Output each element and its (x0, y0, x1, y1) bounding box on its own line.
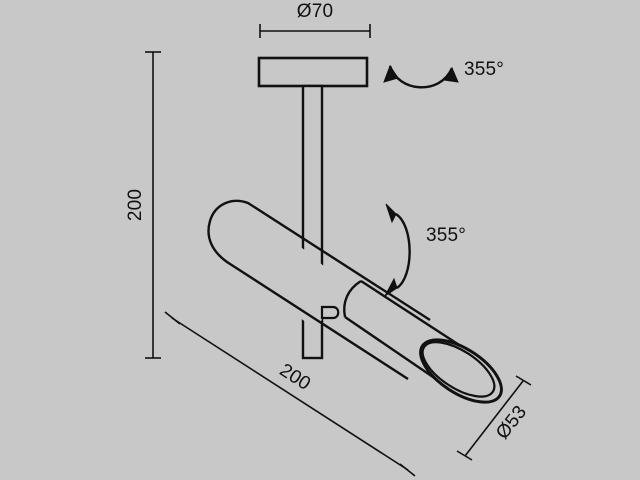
swivel-arrowhead-right (443, 66, 459, 83)
dim-line-head (464, 380, 524, 457)
rotation-indicator-horizontal: 355° (383, 59, 504, 89)
dimension-label-canopy-diameter: Ø70 (297, 1, 334, 22)
rotation-label-vertical: 355° (426, 225, 466, 246)
pivot-knob-shape (320, 305, 340, 320)
rear-body-end-cap (207, 199, 250, 264)
rear-body-top-edge (247, 201, 431, 322)
dimension-label-vertical-height: 200 (125, 189, 146, 221)
rotation-indicator-vertical: 355° (384, 203, 466, 297)
dim-tick-upper (515, 375, 532, 386)
head-top-edge (360, 279, 471, 354)
swivel-arrowhead-left (383, 64, 399, 83)
bezel-inner-ellipse (421, 341, 496, 398)
pivot-knob (320, 305, 340, 320)
dimension-label-head-diameter: Ø53 (492, 402, 531, 444)
rotation-label-horizontal: 355° (464, 59, 504, 80)
tilt-arc-vertical (395, 213, 411, 289)
rear-body-bottom-edge (226, 260, 409, 381)
dimension-canopy-diameter: Ø70 (259, 1, 371, 38)
ceiling-mount-plate (257, 56, 369, 88)
head-bezel-ring (419, 338, 503, 404)
dimension-head-diameter: Ø53 (456, 375, 532, 461)
head-joint-seam (343, 279, 362, 318)
rear-cylinder-body (207, 199, 431, 381)
tilt-arrowhead-bottom (384, 277, 398, 297)
swivel-arc-horizontal (388, 65, 454, 89)
rear-body-fill (208, 200, 343, 330)
dimension-label-body-length: 200 (276, 360, 315, 395)
tilt-arrowhead-top (385, 203, 397, 224)
dim-line-diagonal (171, 317, 409, 471)
dimension-vertical-height: 200 (125, 51, 161, 359)
lamp-head-cylinder (343, 279, 503, 404)
